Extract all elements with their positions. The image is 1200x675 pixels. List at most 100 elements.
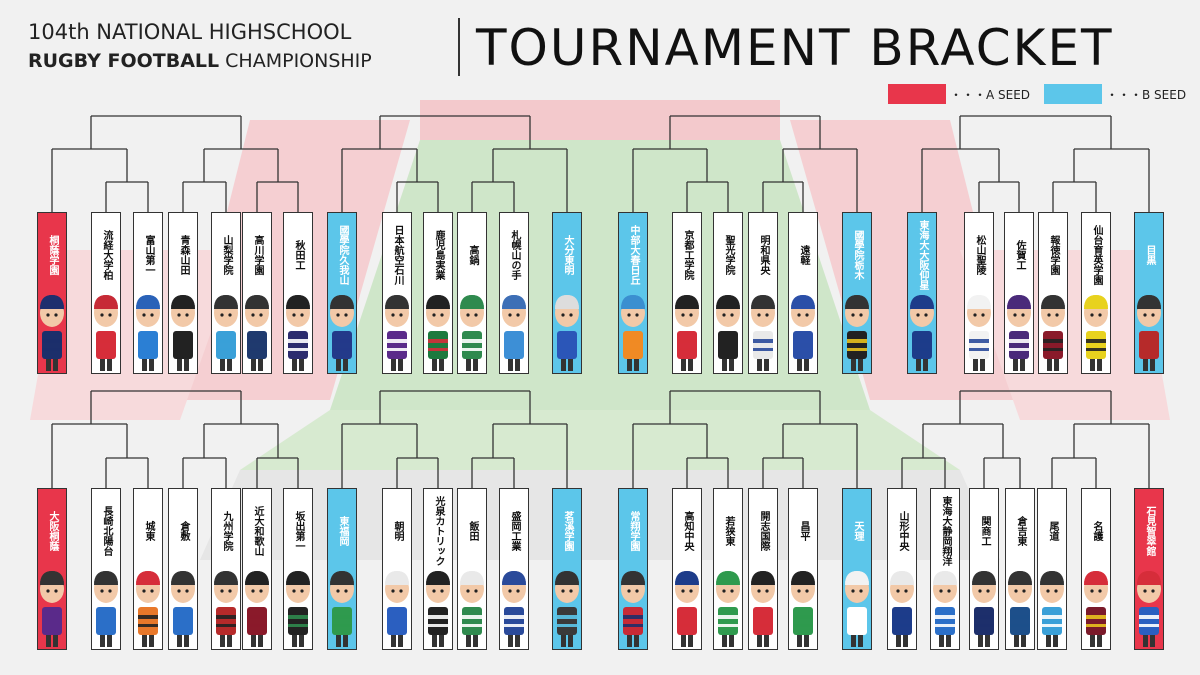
player-avatar-icon <box>460 571 484 647</box>
legend-b-seed-label: ・・・B SEED <box>1106 88 1187 102</box>
player-avatar-icon <box>245 295 269 371</box>
player-avatar-icon <box>890 571 914 647</box>
team-name: 高鍋 <box>467 245 478 265</box>
player-avatar-icon <box>136 571 160 647</box>
bottom_row-team-card[interactable]: 開志国際 <box>748 488 778 650</box>
bottom_row-team-card[interactable]: 東海大静岡翔洋 <box>930 488 960 650</box>
team-name: 大阪桐蔭 <box>47 511 58 551</box>
player-avatar-icon <box>330 571 354 647</box>
bottom_row-team-card[interactable]: 茗溪学園 <box>552 488 582 650</box>
team-name: 報徳学園 <box>1048 235 1059 275</box>
team-name: 倉敷 <box>178 521 189 541</box>
bottom_row-team-card[interactable]: 天理 <box>842 488 872 650</box>
top_row-team-card[interactable]: 國學院栃木 <box>842 212 872 374</box>
top_row-team-card[interactable]: 高鍋 <box>457 212 487 374</box>
bottom_row-team-card[interactable]: 近大和歌山 <box>242 488 272 650</box>
player-avatar-icon <box>555 295 579 371</box>
top_row-team-card[interactable]: 聖光学院 <box>713 212 743 374</box>
team-name: 城東 <box>143 521 154 541</box>
top_row-team-card[interactable]: 國學院久我山 <box>327 212 357 374</box>
team-name: 尾道 <box>1047 521 1058 541</box>
bottom_row-team-card[interactable]: 飯田 <box>457 488 487 650</box>
bottom_row-team-card[interactable]: 関商工 <box>969 488 999 650</box>
player-avatar-icon <box>460 295 484 371</box>
player-avatar-icon <box>972 571 996 647</box>
bottom_row-team-card[interactable]: 坂出第一 <box>283 488 313 650</box>
top_row-team-card[interactable]: 大分東明 <box>552 212 582 374</box>
bottom_row-team-card[interactable]: 倉吉東 <box>1005 488 1035 650</box>
header: 104th NATIONAL HIGHSCHOOL RUGBY FOOTBALL… <box>0 0 1200 80</box>
bottom_row-team-card[interactable]: 名護 <box>1081 488 1111 650</box>
team-name: 山梨学院 <box>221 235 232 275</box>
top_row-team-card[interactable]: 報徳学園 <box>1038 212 1068 374</box>
player-avatar-icon <box>1040 571 1064 647</box>
top_row-team-card[interactable]: 山梨学院 <box>211 212 241 374</box>
player-avatar-icon <box>1084 571 1108 647</box>
bottom_row-team-card[interactable]: 朝明 <box>382 488 412 650</box>
player-avatar-icon <box>385 295 409 371</box>
player-avatar-icon <box>426 295 450 371</box>
bottom_row-team-card[interactable]: 盛岡工業 <box>499 488 529 650</box>
top_row-team-card[interactable]: 目黒 <box>1134 212 1164 374</box>
bottom_row-team-card[interactable]: 常翔学園 <box>618 488 648 650</box>
team-name: 松山聖陵 <box>974 235 985 275</box>
bottom_row-team-card[interactable]: 昌平 <box>788 488 818 650</box>
championship-name-bold: RUGBY FOOTBALL <box>28 50 220 72</box>
player-avatar-icon <box>933 571 957 647</box>
player-avatar-icon <box>1007 295 1031 371</box>
top_row-team-card[interactable]: 高川学園 <box>242 212 272 374</box>
bottom_row-team-card[interactable]: 高知中央 <box>672 488 702 650</box>
top_row-team-card[interactable]: 京都工学院 <box>672 212 702 374</box>
player-avatar-icon <box>94 571 118 647</box>
bottom_row-team-card[interactable]: 若狭東 <box>713 488 743 650</box>
player-avatar-icon <box>426 571 450 647</box>
top_row-team-card[interactable]: 松山聖陵 <box>964 212 994 374</box>
team-name: 高知中央 <box>682 511 693 551</box>
bottom_row-team-card[interactable]: 山形中央 <box>887 488 917 650</box>
top_row-team-card[interactable]: 東海大大阪仰星 <box>907 212 937 374</box>
player-avatar-icon <box>675 571 699 647</box>
top_row-team-card[interactable]: 桐蔭学園 <box>37 212 67 374</box>
top_row-team-card[interactable]: 秋田工 <box>283 212 313 374</box>
top_row-team-card[interactable]: 日本航空石川 <box>382 212 412 374</box>
team-name: 開志国際 <box>758 511 769 551</box>
bottom_row-team-card[interactable]: 光泉カトリック <box>423 488 453 650</box>
top_row-team-card[interactable]: 中部大春日丘 <box>618 212 648 374</box>
team-name: 九州学院 <box>221 511 232 551</box>
bottom_row-team-card[interactable]: 尾道 <box>1037 488 1067 650</box>
bottom_row-team-card[interactable]: 石見智翠館 <box>1134 488 1164 650</box>
team-name: 近大和歌山 <box>252 506 263 556</box>
top_row-team-card[interactable]: 流経大学柏 <box>91 212 121 374</box>
team-name: 名護 <box>1091 521 1102 541</box>
player-avatar-icon <box>502 295 526 371</box>
top_row-team-card[interactable]: 富山第一 <box>133 212 163 374</box>
player-avatar-icon <box>1008 571 1032 647</box>
top_row-team-card[interactable]: 青森山田 <box>168 212 198 374</box>
player-avatar-icon <box>791 295 815 371</box>
page-title: TOURNAMENT BRACKET <box>476 19 1114 77</box>
top_row-team-card[interactable]: 遠軽 <box>788 212 818 374</box>
player-avatar-icon <box>40 295 64 371</box>
top_row-team-card[interactable]: 札幌山の手 <box>499 212 529 374</box>
player-avatar-icon <box>214 571 238 647</box>
bottom_row-team-card[interactable]: 大阪桐蔭 <box>37 488 67 650</box>
bottom_row-team-card[interactable]: 倉敷 <box>168 488 198 650</box>
bottom_row-team-card[interactable]: 城東 <box>133 488 163 650</box>
team-name: 中部大春日丘 <box>628 225 639 285</box>
player-avatar-icon <box>555 571 579 647</box>
team-name: 常翔学園 <box>628 511 639 551</box>
top_row-team-card[interactable]: 明和県央 <box>748 212 778 374</box>
bottom_row-team-card[interactable]: 東福岡 <box>327 488 357 650</box>
bottom_row-team-card[interactable]: 九州学院 <box>211 488 241 650</box>
team-name: 昌平 <box>798 521 809 541</box>
player-avatar-icon <box>40 571 64 647</box>
player-avatar-icon <box>751 295 775 371</box>
championship-name-rest: CHAMPIONSHIP <box>219 50 372 72</box>
top_row-team-card[interactable]: 鹿児島実業 <box>423 212 453 374</box>
top_row-team-card[interactable]: 仙台育英学園 <box>1081 212 1111 374</box>
bottom_row-team-card[interactable]: 長崎北陽台 <box>91 488 121 650</box>
top_row-team-card[interactable]: 佐賀工 <box>1004 212 1034 374</box>
player-avatar-icon <box>94 295 118 371</box>
player-avatar-icon <box>791 571 815 647</box>
